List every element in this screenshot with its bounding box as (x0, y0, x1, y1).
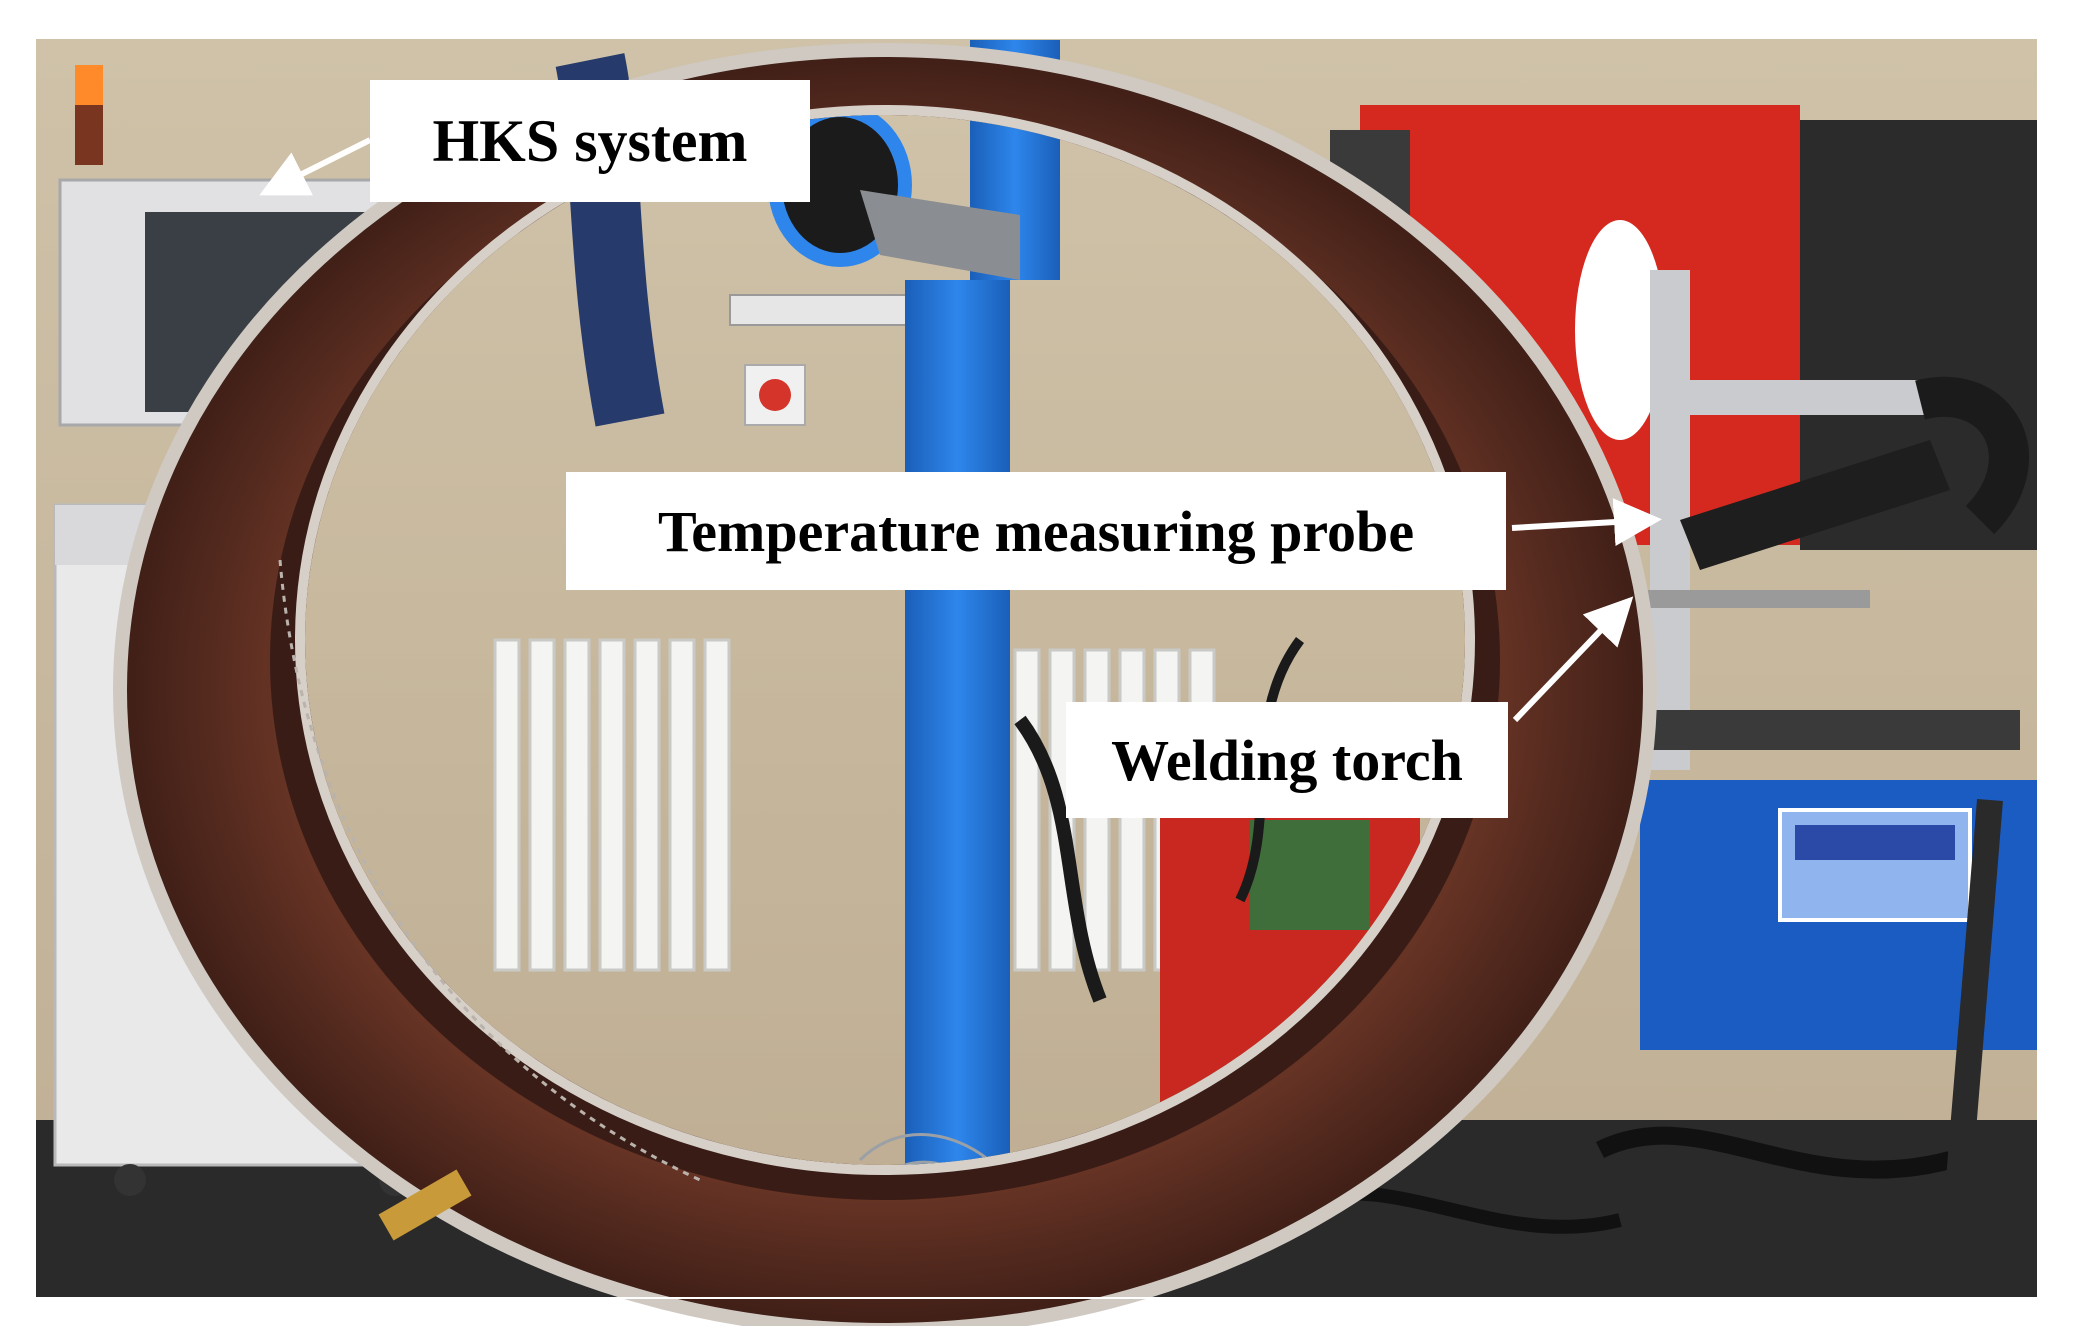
feeder-display-inner (1795, 825, 1955, 860)
signal-tower-light (75, 65, 103, 105)
view-through-ring (305, 115, 1465, 1165)
fronius-logo (1575, 220, 1665, 440)
corrugated-cable (1937, 798, 2003, 1292)
ring-inner-edge (295, 105, 1475, 1175)
label-hks-system: HKS system (370, 80, 810, 202)
bracket-horizontal (1650, 380, 1930, 415)
cabinet-wheel (114, 1164, 146, 1196)
brass-clamp (378, 1169, 472, 1241)
torch-rod (1640, 590, 1870, 608)
label-temperature-probe: Temperature measuring probe (566, 472, 1506, 590)
photo-border (34, 37, 2039, 1299)
torch-clamp (1640, 710, 2020, 750)
floor-cable (1595, 1126, 1953, 1179)
probe-body (1680, 440, 1950, 570)
torch-cable (1915, 376, 2029, 535)
label-welding-torch: Welding torch (1066, 702, 1508, 818)
weld-seam (278, 559, 701, 1182)
